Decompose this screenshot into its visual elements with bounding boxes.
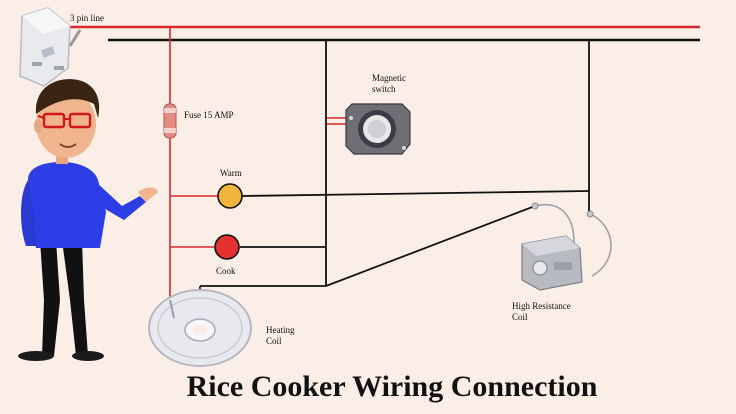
warm-return-wire [241,190,590,197]
magnetic-switch-icon [345,103,411,155]
heating-coil-icon [148,289,252,367]
hr-coil-wire [325,205,536,287]
warm-lamp-icon [217,183,243,209]
hr-coil-label-1: High Resistance [512,301,571,311]
high-resistance-coil-icon [521,202,612,291]
magnetic-switch-label-2: switch [372,84,396,94]
presenter-figure [18,79,158,361]
diagram-title: Rice Cooker Wiring Connection [187,370,598,403]
cook-lamp-icon [214,234,240,260]
magnetic-switch-label-1: Magnetic [372,73,406,83]
warm-label: Warm [220,168,242,178]
wires [66,25,700,300]
heating-coil-label-1: Heating [266,325,295,335]
cook-label: Cook [216,266,236,276]
supply-label: 3 pin line [70,13,104,23]
hr-coil-label-2: Coil [512,312,528,322]
plug-icon [19,7,82,87]
heating-coil-label-2: Coil [266,336,282,346]
fuse-label: Fuse 15 AMP [184,110,234,120]
fuse-icon [163,103,177,139]
